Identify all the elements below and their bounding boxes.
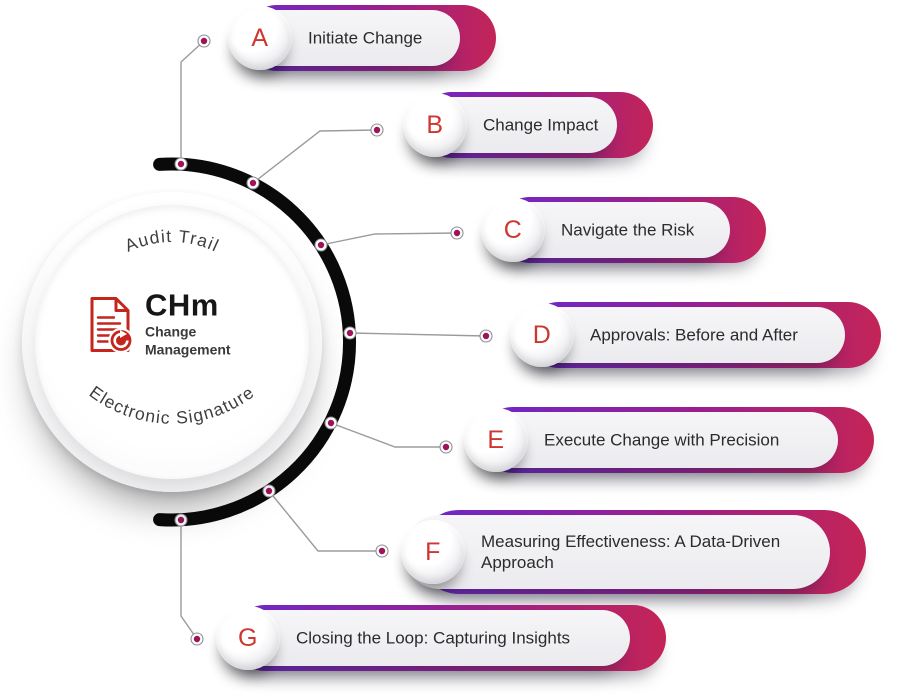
connector-dot [343, 326, 357, 340]
connector-a [180, 40, 205, 164]
connector-dot [439, 440, 453, 454]
connector-dot [479, 329, 493, 343]
connector-dot [174, 157, 188, 171]
step-item-c: Navigate the Risk C [481, 197, 766, 263]
step-label: Measuring Effectiveness: A Data-Driven A… [481, 531, 781, 572]
step-letter: D [532, 320, 552, 349]
step-badge: B [403, 93, 467, 157]
step-plate [218, 610, 630, 666]
connector-e [330, 422, 446, 448]
hub-titles: CHm Change Management [145, 290, 245, 359]
step-letter: A [251, 23, 269, 52]
connector-c [320, 232, 458, 246]
connector-b [252, 129, 378, 184]
step-letter: B [426, 110, 444, 139]
hub-arc-bottom-text: Electronic Signature [86, 382, 258, 428]
step-letter: E [487, 425, 505, 454]
hub-title: CHm [145, 287, 219, 323]
step-item-f: Measuring Effectiveness: A Data-Driven A… [401, 510, 866, 594]
step-badge: C [481, 198, 545, 262]
hub-face [35, 205, 309, 479]
step-badge: F [401, 520, 465, 584]
connector-dot [375, 544, 389, 558]
hub-arc-top-text: Audit Trail [122, 226, 223, 256]
connector-dot [190, 632, 204, 646]
step-plate [466, 412, 838, 468]
step-badge: E [464, 408, 528, 472]
connector-dot [197, 34, 211, 48]
step-label: Approvals: Before and After [590, 325, 798, 345]
step-label: Closing the Loop: Capturing Insights [296, 628, 571, 648]
connector-dot [246, 176, 260, 190]
connector-dot [450, 226, 464, 240]
step-letter: C [503, 215, 523, 244]
step-item-e: Execute Change with Precision E [464, 407, 874, 473]
step-badge: G [216, 606, 280, 670]
document-refresh-icon [90, 296, 133, 353]
hub-curved-text: Audit Trail Electronic Signature [86, 226, 258, 428]
step-plate [403, 515, 830, 589]
hub-subtitle: Change Management [145, 323, 231, 358]
step-item-g: Closing the Loop: Capturing Insights G [216, 605, 666, 671]
central-hub: Audit Trail Electronic Signature [22, 192, 322, 492]
step-item-d: Approvals: Before and After D [510, 302, 881, 368]
connector-g [180, 520, 198, 640]
step-label: Navigate the Risk [561, 220, 695, 240]
connector-d [349, 332, 487, 337]
step-label: Initiate Change [308, 28, 423, 48]
step-letter: G [238, 623, 258, 652]
step-label: Change Impact [483, 115, 599, 135]
step-letter: F [425, 537, 441, 566]
step-item-b: Change Impact B [403, 92, 653, 158]
connector-dot [324, 416, 338, 430]
connector-dot [174, 513, 188, 527]
step-label: Execute Change with Precision [544, 430, 780, 450]
step-badge: D [510, 303, 574, 367]
step-item-a: Initiate Change A [228, 5, 496, 71]
hub-center: CHm Change Management [87, 290, 245, 359]
connector-dot [370, 123, 384, 137]
connector-f [268, 490, 382, 552]
step-badge: A [228, 6, 292, 70]
